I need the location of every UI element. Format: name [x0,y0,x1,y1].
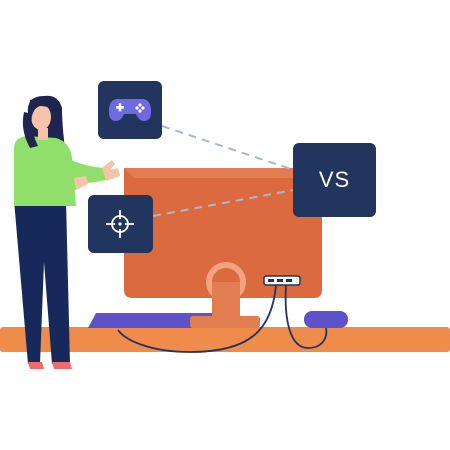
mouse [304,311,348,328]
crosshair-icon [106,210,134,238]
versus-card: VS [293,143,376,217]
gamepad-card [98,81,162,139]
keyboard [88,313,220,328]
monitor-bevel [124,168,322,178]
monitor-neck [212,282,240,318]
crosshair-card [88,195,153,253]
pants [14,200,70,364]
monitor-foot [190,316,260,328]
desk [0,327,450,352]
monitor-back [124,168,322,298]
versus-label: VS [318,167,351,192]
woman-figure [14,95,120,369]
connector-crosshair-vs [152,189,295,217]
connector-gamepad-vs [161,125,295,171]
gamepad-icon [108,99,152,121]
cable-keyboard [117,284,277,353]
cable-mouse [284,284,328,349]
